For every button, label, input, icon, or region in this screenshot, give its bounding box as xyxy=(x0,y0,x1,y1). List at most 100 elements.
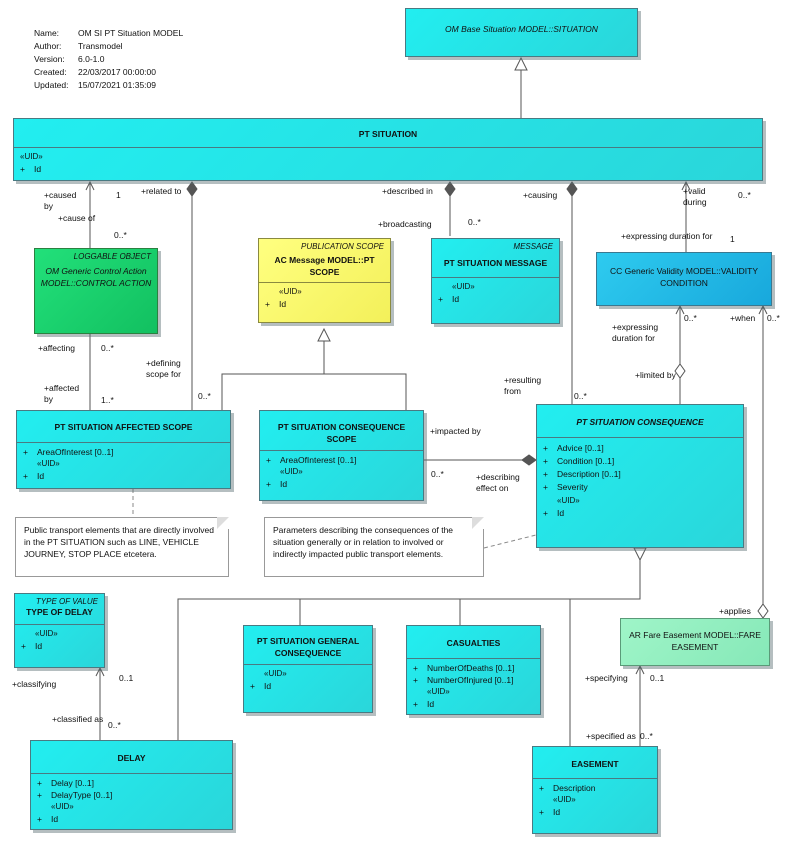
meta-author-key: Author: xyxy=(34,41,62,51)
role-described-in: +described in xyxy=(382,186,433,196)
role-specified-as: +specified as xyxy=(586,731,636,741)
role-valid-during: +valid during xyxy=(683,186,707,207)
attribute-severity: Severity xyxy=(557,482,588,492)
class-pt-situation[interactable]: PT SITUATION «UID» +Id xyxy=(13,118,763,181)
attribute-id: Id xyxy=(51,814,59,824)
class-pt-scope[interactable]: PUBLICATION SCOPE AC Message MODEL::PT S… xyxy=(258,238,391,323)
visibility-marker: + xyxy=(37,790,42,800)
visibility-marker: + xyxy=(265,299,270,309)
meta-updated: 15/07/2021 01:35:09 xyxy=(78,80,156,90)
visibility-marker: + xyxy=(37,814,42,824)
attribute-id: Id xyxy=(553,807,561,817)
diagram-metadata: Name:OM SI PT Situation MODEL Author:Tra… xyxy=(34,27,183,92)
class-title: PT SITUATION xyxy=(358,129,418,139)
multiplicity-label: 1 xyxy=(730,234,735,244)
attribute-number-of-deaths: NumberOfDeaths [0..1] xyxy=(427,663,515,673)
attribute-id: Id xyxy=(264,681,272,691)
visibility-marker: + xyxy=(543,456,548,466)
class-title: AR Fare Easement MODEL::FARE EASEMENT xyxy=(629,630,761,652)
visibility-marker: + xyxy=(413,699,418,709)
visibility-marker: + xyxy=(21,641,26,651)
uid-stereotype: «UID» xyxy=(35,629,58,638)
role-expressing-duration-for: +expressing duration for xyxy=(621,231,713,241)
role-impacted-by: +impacted by xyxy=(430,426,481,436)
uid-stereotype: «UID» xyxy=(427,687,450,696)
multiplicity-label: 0..* xyxy=(198,391,211,401)
attribute-description: Description [0..1] xyxy=(557,469,621,479)
role-classified-as: +classified as xyxy=(52,714,104,724)
multiplicity-label: 0..1 xyxy=(650,673,665,683)
class-title: CASUALTIES xyxy=(446,638,501,648)
visibility-marker: + xyxy=(266,479,271,489)
visibility-marker: + xyxy=(539,783,544,793)
role-caused-by: +caused by xyxy=(44,190,77,211)
class-affected-scope[interactable]: PT SITUATION AFFECTED SCOPE + AreaOfInter… xyxy=(16,410,231,489)
visibility-marker: + xyxy=(543,469,548,479)
class-title: AC Message MODEL::PT SCOPE xyxy=(274,255,375,277)
role-defining-scope-for: +defining scope for xyxy=(146,358,181,379)
visibility-marker: + xyxy=(37,778,42,788)
multiplicity-label: 0..* xyxy=(767,313,780,323)
note-text: Parameters describing the consequences o… xyxy=(273,525,454,559)
visibility-marker: + xyxy=(543,482,548,492)
attribute-condition: Condition [0..1] xyxy=(557,456,615,466)
attribute-id: Id xyxy=(35,641,43,651)
uid-stereotype: «UID» xyxy=(280,467,303,476)
class-title: EASEMENT xyxy=(571,759,619,769)
class-casualties[interactable]: CASUALTIES +NumberOfDeaths [0..1] +Numbe… xyxy=(406,625,541,715)
multiplicity-label: 0..* xyxy=(114,230,127,240)
class-control-action[interactable]: LOGGABLE OBJECT OM Generic Control Actio… xyxy=(34,248,158,334)
class-title: TYPE OF DELAY xyxy=(26,607,93,617)
role-classifying: +classifying xyxy=(12,679,57,689)
class-fare-easement[interactable]: AR Fare Easement MODEL::FARE EASEMENT xyxy=(620,618,770,666)
multiplicity-label: 0..* xyxy=(431,469,444,479)
visibility-marker: + xyxy=(438,294,443,304)
uid-stereotype: «UID» xyxy=(557,496,580,505)
class-base-situation[interactable]: OM Base Situation MODEL::SITUATION xyxy=(405,8,638,57)
multiplicity-label: 1 xyxy=(116,190,121,200)
class-title: PT SITUATION GENERAL CONSEQUENCE xyxy=(256,636,360,658)
role-affected-by: +affected by xyxy=(44,383,80,404)
class-title: DELAY xyxy=(117,753,146,763)
visibility-marker: + xyxy=(23,447,28,457)
meta-created: 22/03/2017 00:00:00 xyxy=(78,67,156,77)
class-title: PT SITUATION CONSEQUENCE SCOPE xyxy=(277,422,406,444)
class-stereotype: TYPE OF VALUE xyxy=(35,597,98,606)
class-title: PT SITUATION MESSAGE xyxy=(443,258,548,268)
uid-stereotype: «UID» xyxy=(20,152,43,161)
uid-stereotype: «UID» xyxy=(264,669,287,678)
class-consequence-scope[interactable]: PT SITUATION CONSEQUENCE SCOPE +AreaOfIn… xyxy=(259,410,424,501)
class-delay[interactable]: DELAY +Delay [0..1] +DelayType [0..1] «U… xyxy=(30,740,233,830)
class-pt-situation-message[interactable]: MESSAGE PT SITUATION MESSAGE «UID» +Id xyxy=(431,238,560,324)
meta-version-key: Version: xyxy=(34,54,65,64)
attribute-delay-type: DelayType [0..1] xyxy=(51,790,113,800)
multiplicity-label: 0..1 xyxy=(119,673,134,683)
multiplicity-label: 0..* xyxy=(468,217,481,227)
visibility-marker: + xyxy=(413,675,418,685)
meta-name-key: Name: xyxy=(34,28,60,38)
role-describing-effect-on: +describing effect on xyxy=(476,472,520,493)
class-general-consequence[interactable]: PT SITUATION GENERAL CONSEQUENCE «UID» +… xyxy=(243,625,373,713)
class-stereotype: PUBLICATION SCOPE xyxy=(301,242,384,251)
meta-updated-key: Updated: xyxy=(34,80,69,90)
uid-stereotype: «UID» xyxy=(37,459,60,468)
class-type-of-delay[interactable]: TYPE OF VALUE TYPE OF DELAY «UID» + Id xyxy=(14,593,105,668)
role-expressing-duration-for: +expressing duration for xyxy=(612,322,659,343)
class-title: OM Base Situation MODEL::SITUATION xyxy=(445,24,598,34)
class-validity-condition[interactable]: CC Generic Validity MODEL::VALIDITY COND… xyxy=(596,252,772,306)
class-stereotype: MESSAGE xyxy=(513,242,553,251)
class-title: PT SITUATION AFFECTED SCOPE xyxy=(54,422,193,432)
role-cause-of: +cause of xyxy=(58,213,96,223)
role-broadcasting: +broadcasting xyxy=(378,219,432,229)
attribute-area-of-interest: AreaOfInterest [0..1] xyxy=(37,447,114,457)
uid-stereotype: «UID» xyxy=(452,282,475,291)
class-pt-situation-consequence[interactable]: PT SITUATION CONSEQUENCE +Advice [0..1] … xyxy=(536,404,744,548)
note-text: Public transport elements that are direc… xyxy=(24,525,214,559)
role-specifying: +specifying xyxy=(585,673,628,683)
class-title: CC Generic Validity MODEL::VALIDITY COND… xyxy=(609,266,758,288)
multiplicity-label: 0..* xyxy=(108,720,121,730)
meta-version: 6.0-1.0 xyxy=(78,54,105,64)
meta-author: Transmodel xyxy=(78,41,123,51)
class-easement[interactable]: EASEMENT +Description «UID» +Id xyxy=(532,746,658,834)
multiplicity-label: 0..* xyxy=(574,391,587,401)
